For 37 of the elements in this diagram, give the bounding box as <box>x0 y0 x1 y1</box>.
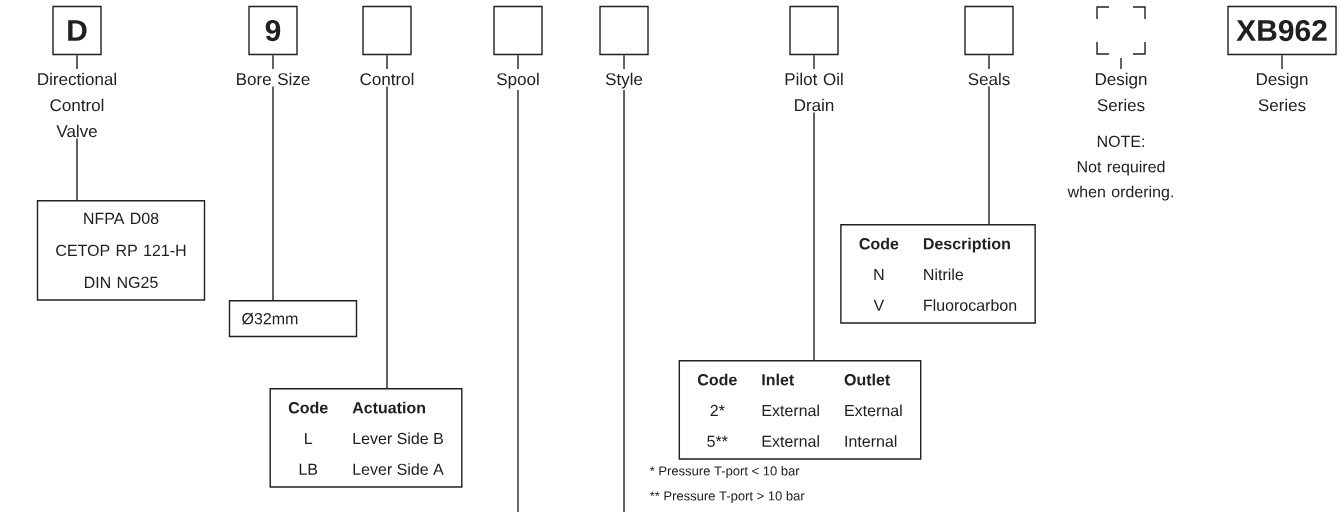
field-label: Design Series <box>1256 72 1308 112</box>
connector-line <box>76 137 78 201</box>
node-label: External <box>762 404 819 417</box>
code-table: Code Inlet Outlet 2* External External 5** External Internal <box>678 360 922 460</box>
node-label: Code <box>697 373 737 386</box>
field-label: Design Series <box>1095 72 1147 112</box>
note-text: Not required when ordering. <box>1067 160 1173 201</box>
node-label: Outlet <box>844 373 891 386</box>
field-label: Seals <box>968 72 1010 86</box>
connector-line <box>623 89 625 512</box>
node-label: External <box>845 404 902 417</box>
connector-line <box>813 111 815 361</box>
connector-line <box>386 85 388 389</box>
code-table: Code Actuation L Lever Side B LB Lever Side A <box>269 388 463 488</box>
connector-line <box>272 85 274 301</box>
code-table: Code Description N Nitrile V Fluorocarbon <box>840 224 1036 324</box>
node-label: 5** <box>707 435 728 447</box>
connector-line <box>988 85 990 225</box>
node-label: Inlet <box>762 373 795 386</box>
field-label: Style <box>605 72 643 89</box>
field-label: Pilot Oil Drain <box>785 72 843 112</box>
footnote: ** Pressure T-port > 10 bar <box>649 490 805 504</box>
field-label: Spool <box>497 72 539 89</box>
text-box: Ø32mm <box>228 300 358 338</box>
field-label: Bore Size <box>237 72 310 86</box>
code-box: 9 <box>248 5 298 56</box>
node-label: Internal <box>845 435 897 447</box>
connector-line <box>517 89 519 512</box>
node-label: 2* <box>710 404 725 417</box>
code-box: D <box>52 5 102 56</box>
text-box: NFPA D08 CETOP RP 121-H DIN NG25 <box>36 200 206 301</box>
note-text: NOTE: <box>1097 135 1144 148</box>
node-label: External <box>762 435 819 447</box>
code-box: XB962 <box>1227 5 1337 56</box>
field-label: Control <box>360 72 414 86</box>
footnote: * Pressure T-port < 10 bar <box>649 465 800 479</box>
field-label: Directional Control Valve <box>38 72 116 138</box>
